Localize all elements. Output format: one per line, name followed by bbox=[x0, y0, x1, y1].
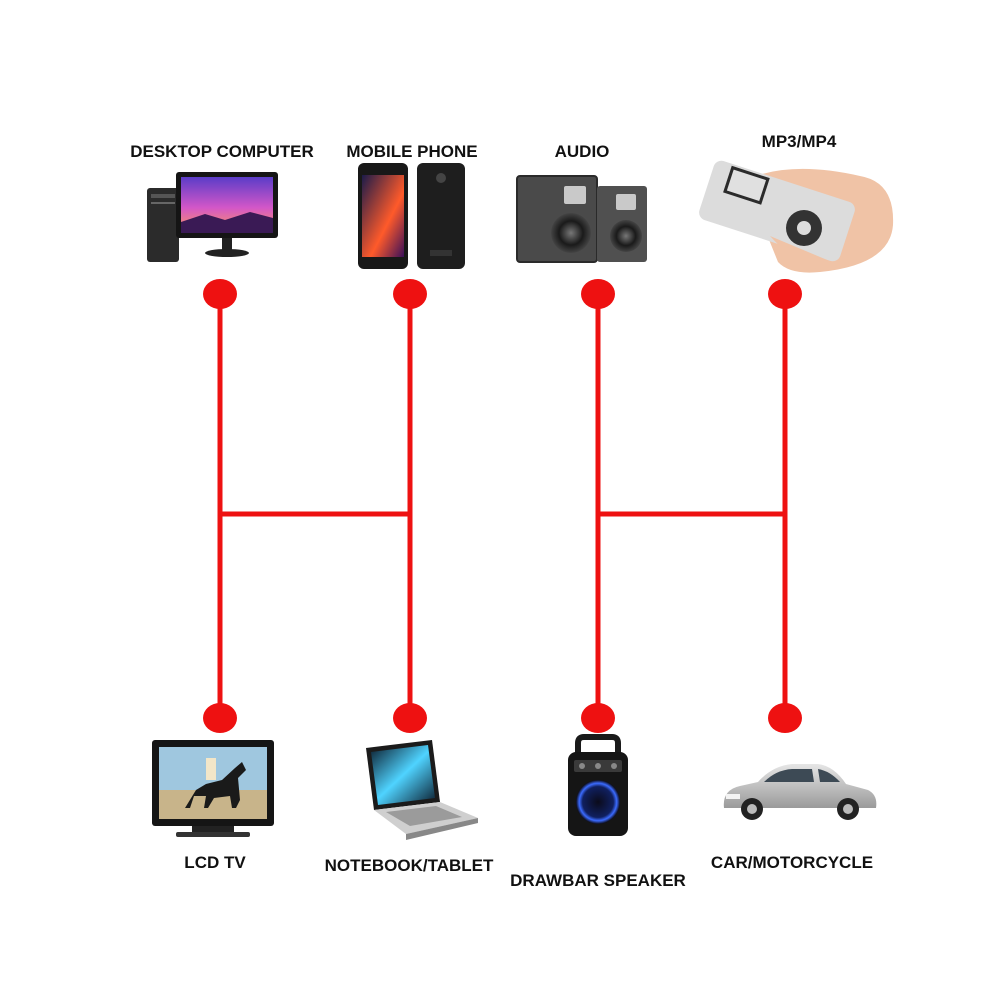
mobile-phone-icon bbox=[358, 163, 465, 269]
top-dot-phone bbox=[393, 279, 427, 309]
label-drawbar-speaker: DRAWBAR SPEAKER bbox=[510, 871, 686, 890]
bottom-dot-car bbox=[768, 703, 802, 733]
label-car-motorcycle: CAR/MOTORCYCLE bbox=[710, 853, 874, 872]
bottom-dot-tv bbox=[203, 703, 237, 733]
label-lcd-tv: LCD TV bbox=[184, 853, 246, 872]
connector-lines bbox=[217, 295, 788, 718]
label-audio: AUDIO bbox=[554, 142, 610, 161]
top-dot-audio bbox=[581, 279, 615, 309]
car-icon bbox=[723, 764, 877, 820]
drawbar-speaker-icon bbox=[568, 734, 628, 836]
label-mobile-phone: MOBILE PHONE bbox=[346, 142, 478, 161]
top-dot-mp3 bbox=[768, 279, 802, 309]
connector-dots bbox=[203, 279, 802, 733]
lcd-tv-icon bbox=[152, 740, 274, 837]
label-desktop-computer: DESKTOP COMPUTER bbox=[130, 142, 314, 161]
bottom-dot-speaker bbox=[581, 703, 615, 733]
audio-speakers-icon bbox=[516, 175, 647, 263]
label-notebook-tablet: NOTEBOOK/TABLET bbox=[324, 856, 494, 875]
top-dot-desktop bbox=[203, 279, 237, 309]
mp3-player-icon bbox=[699, 160, 894, 273]
bottom-dot-notebook bbox=[393, 703, 427, 733]
label-mp3-mp4: MP3/MP4 bbox=[761, 132, 837, 151]
desktop-computer-icon bbox=[147, 172, 278, 262]
notebook-icon bbox=[366, 740, 478, 840]
